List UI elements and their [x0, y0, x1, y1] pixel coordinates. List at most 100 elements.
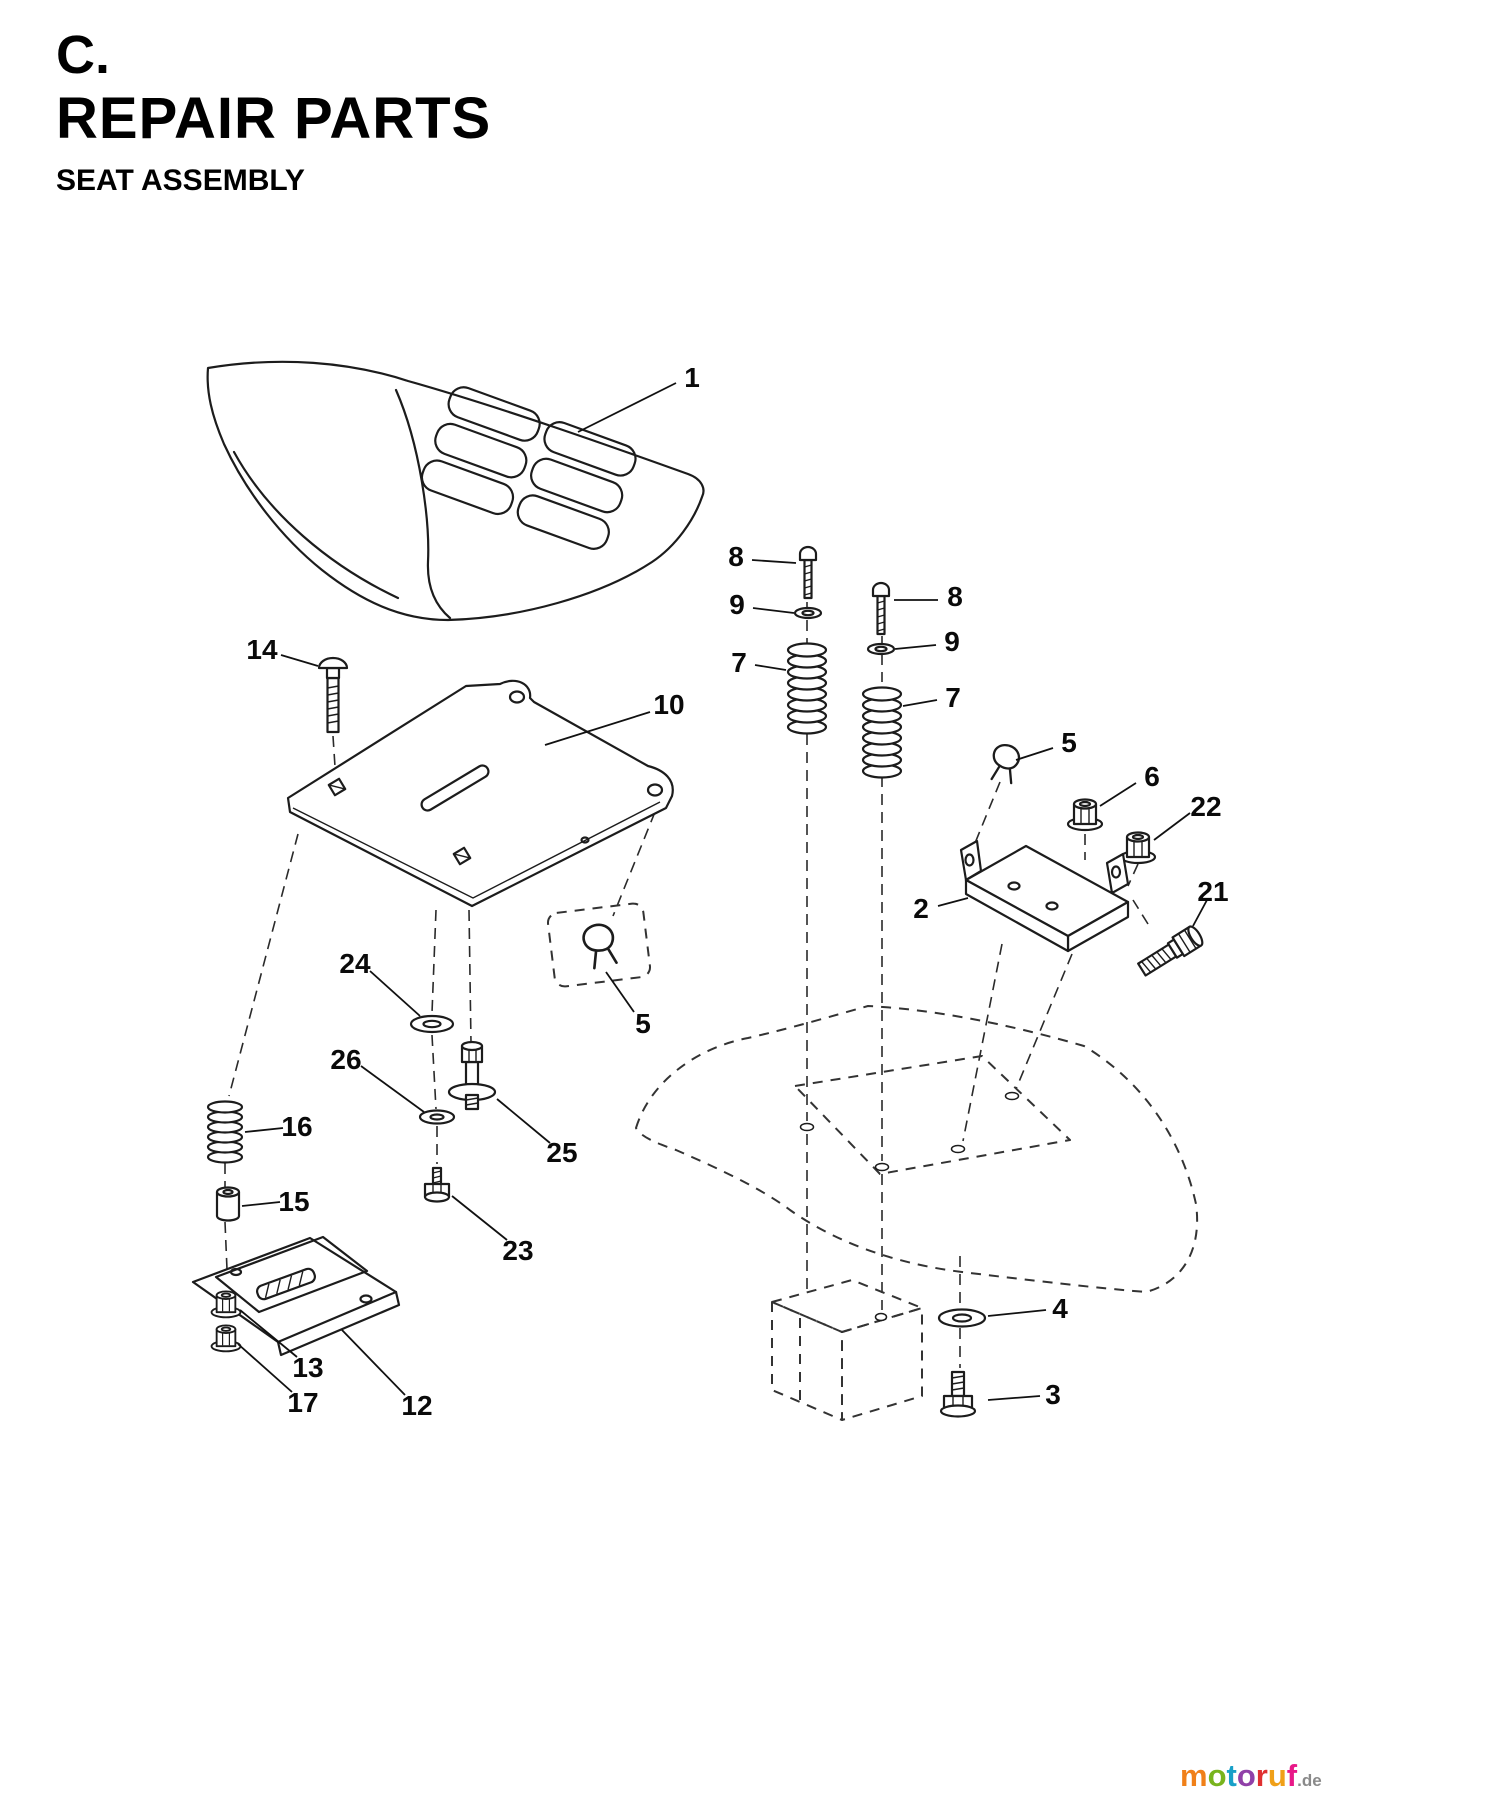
callout-number: 13 — [292, 1352, 323, 1383]
part-seat-bracket — [959, 839, 1130, 953]
leader-line — [577, 382, 677, 433]
callout-number: 9 — [729, 589, 745, 620]
callout-1: 1 — [577, 362, 700, 433]
callout-number: 7 — [731, 647, 747, 678]
pan-small-hole — [580, 836, 590, 844]
leader-line — [244, 1127, 284, 1133]
fender-hidden-outline — [635, 1005, 1199, 1293]
leader-line — [341, 1329, 406, 1396]
callout-16: 16 — [244, 1111, 313, 1142]
callout-8-right: 8 — [894, 581, 963, 612]
watermark-letter: r — [1256, 1758, 1268, 1793]
callout-25: 25 — [496, 1098, 578, 1168]
watermark-letter: o — [1208, 1758, 1227, 1793]
callout-22: 22 — [1153, 791, 1222, 841]
leader-line — [1153, 812, 1191, 841]
callout-number: 17 — [287, 1387, 318, 1418]
part-bushing-15 — [215, 1186, 241, 1222]
callout-number: 23 — [502, 1235, 533, 1266]
part-switch-plate — [191, 1235, 401, 1357]
part-flange-nut-22 — [1119, 831, 1157, 865]
callout-12: 12 — [341, 1329, 433, 1421]
pan-slot — [420, 764, 490, 812]
watermark-letter: f — [1287, 1758, 1298, 1793]
fender-seat-platform — [794, 1055, 1071, 1175]
callout-number: 6 — [1144, 761, 1160, 792]
page-header: C. REPAIR PARTS SEAT ASSEMBLY — [56, 28, 491, 198]
callout-13: 13 — [239, 1309, 324, 1383]
fender-hole — [799, 1122, 815, 1132]
leader-line — [239, 1309, 298, 1358]
callout-number: 7 — [945, 682, 961, 713]
leader-line — [751, 559, 797, 564]
leader-line — [987, 1309, 1047, 1317]
callout-6: 6 — [1099, 761, 1160, 807]
watermark: motoruf.de — [1180, 1758, 1322, 1793]
leader-line — [360, 1065, 425, 1113]
part-carriage-bolt — [317, 656, 349, 734]
callout-number: 16 — [281, 1111, 312, 1142]
callout-number: 1 — [684, 362, 700, 393]
callout-3: 3 — [987, 1379, 1061, 1410]
fender-hole — [950, 1144, 966, 1154]
callout-number: 24 — [339, 948, 371, 979]
callout-number: 10 — [653, 689, 684, 720]
leader-line — [894, 644, 937, 650]
part-seat-spring-left — [786, 642, 828, 735]
callout-21: 21 — [1192, 876, 1229, 927]
leader-line — [937, 897, 969, 907]
callout-number: 25 — [546, 1137, 577, 1168]
callout-number: 26 — [330, 1044, 361, 1075]
page-title: REPAIR PARTS — [56, 86, 492, 151]
callout-23: 23 — [451, 1195, 534, 1266]
callout-number: 3 — [1045, 1379, 1061, 1410]
part-shoulder-screw-right — [871, 581, 891, 636]
callout-number: 22 — [1190, 791, 1221, 822]
callout-7-left: 7 — [731, 647, 787, 678]
leader-line — [496, 1098, 551, 1144]
part-screw-23 — [423, 1166, 451, 1203]
callout-number: 9 — [944, 626, 960, 657]
leader-line — [280, 654, 319, 667]
section-letter: C. — [56, 25, 110, 85]
part-retainer-clip-upper — [990, 744, 1021, 785]
pan-square-hole — [327, 777, 347, 797]
watermark-letter: u — [1268, 1758, 1287, 1793]
leader-line — [902, 699, 938, 707]
callout-number: 14 — [246, 634, 278, 665]
watermark-suffix: .de — [1297, 1771, 1322, 1790]
leader-line — [605, 971, 635, 1013]
callout-14: 14 — [246, 634, 319, 667]
part-seat-spring-right — [861, 686, 903, 779]
callout-15: 15 — [241, 1186, 310, 1217]
callout-9-left: 9 — [729, 589, 795, 620]
pan-ear-hole — [508, 690, 526, 704]
callout-number: 2 — [913, 893, 929, 924]
bracket-hole — [874, 1312, 888, 1322]
callout-24: 24 — [339, 948, 421, 1017]
watermark-letter: t — [1227, 1758, 1237, 1793]
callout-number: 8 — [728, 541, 744, 572]
leader-line — [369, 970, 421, 1017]
callout-2: 2 — [913, 893, 969, 924]
callout-number: 12 — [401, 1390, 432, 1421]
pan-square-hole — [452, 846, 472, 866]
leader-line — [752, 607, 795, 614]
part-hex-bolt-21 — [1137, 925, 1204, 977]
leader-line — [544, 711, 651, 746]
watermark-letter: o — [1237, 1758, 1256, 1793]
watermark-letter: m — [1180, 1758, 1208, 1793]
callout-4: 4 — [987, 1293, 1068, 1324]
leader-line — [451, 1195, 508, 1241]
callout-5-upper: 5 — [1015, 727, 1077, 761]
callout-number: 21 — [1197, 876, 1228, 907]
leader-line — [1099, 782, 1137, 807]
callout-number: 5 — [635, 1008, 651, 1039]
part-flange-nut-6 — [1066, 798, 1104, 832]
callout-10: 10 — [544, 689, 685, 746]
seat-pad-grid — [420, 386, 637, 550]
support-bracket-hidden-outline — [771, 1279, 923, 1421]
part-washer-24 — [409, 1014, 455, 1034]
